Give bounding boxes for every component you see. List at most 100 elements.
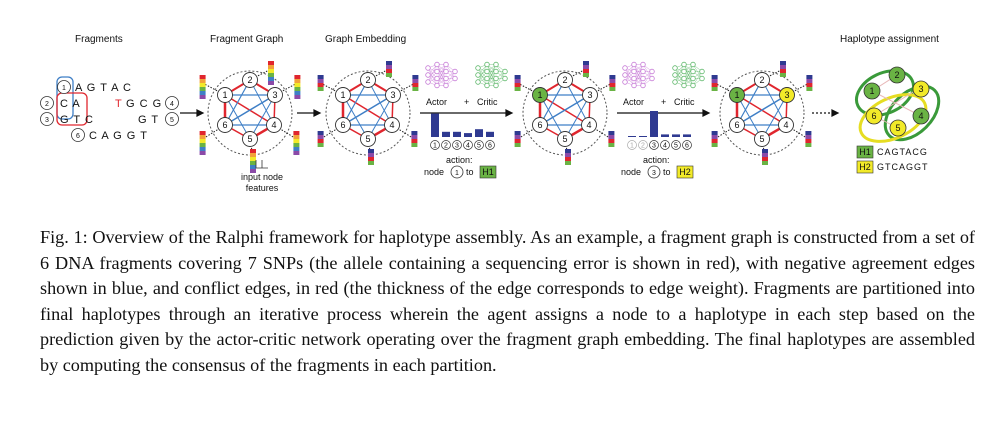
- action2-h2-box: [676, 165, 694, 179]
- critic-label-1: Critic: [477, 97, 498, 107]
- bar-tick-5: 5: [477, 143, 481, 150]
- action1-to: to: [466, 167, 474, 177]
- action1-hap: H1: [482, 167, 494, 177]
- svg-text:features: features: [246, 183, 279, 193]
- graph4-node-5: 5: [759, 134, 764, 144]
- action1-h1-box: [479, 165, 497, 179]
- panel-title-fragments: Fragments: [75, 34, 123, 45]
- plus-label-2: +: [661, 97, 666, 107]
- action2-node: 3: [652, 170, 656, 177]
- svg-text:input node: input node: [241, 172, 283, 182]
- fragment-row-4: C A G G T: [89, 130, 148, 142]
- hap-node-1: 1: [869, 86, 874, 96]
- policy-bar-1: [628, 136, 636, 137]
- graph1-node-6: 6: [222, 120, 227, 130]
- hap-tag-h2: H2: [859, 162, 871, 172]
- flow-arrows: [180, 109, 840, 117]
- hap-node-2: 2: [894, 70, 899, 80]
- graph2-node-5: 5: [365, 134, 370, 144]
- fragment-row-1: A G T A C: [75, 82, 132, 94]
- hap-node-5: 5: [895, 123, 900, 133]
- graph2-node-3: 3: [390, 90, 395, 100]
- svg-text:5: 5: [170, 117, 174, 124]
- graph3-node-2: 2: [562, 75, 567, 85]
- graph3-node-3: 3: [587, 90, 592, 100]
- bar-tick-2: 2: [641, 143, 645, 150]
- fragment-row-2b: G C G: [126, 98, 162, 110]
- graph2-node-2: 2: [365, 75, 370, 85]
- policy-bar-1: [431, 113, 439, 137]
- bar-tick-1: 1: [433, 143, 437, 150]
- action-label-2: action:: [643, 155, 670, 165]
- panel-title-graph-embedding: Graph Embedding: [325, 34, 406, 45]
- input-node-features-annotation: input node features: [241, 160, 283, 193]
- graph4-node-1: 1: [734, 90, 739, 100]
- bar-tick-4: 4: [466, 143, 470, 150]
- plus-label-1: +: [464, 97, 469, 107]
- panel-title-fragment-graph: Fragment Graph: [210, 34, 283, 45]
- graph3-node-5: 5: [562, 134, 567, 144]
- action2-to: to: [663, 167, 671, 177]
- actor-critic-network-2: [622, 61, 705, 89]
- actor-label-2: Actor: [623, 97, 644, 107]
- bar-tick-6: 6: [685, 143, 689, 150]
- hap-seq-h2: GTCAGGT: [877, 162, 929, 172]
- bar-tick-3: 3: [652, 143, 656, 150]
- policy-bar-2: [442, 131, 450, 137]
- graph4-node-4: 4: [783, 120, 788, 130]
- hap-node-6: 6: [871, 111, 876, 121]
- critic-label-2: Critic: [674, 97, 695, 107]
- graph2-node-1: 1: [340, 90, 345, 100]
- policy-bar-6: [683, 134, 691, 137]
- policy-bar-5: [475, 129, 483, 137]
- graph1-node-4: 4: [271, 120, 276, 130]
- action-label-1: action:: [446, 155, 473, 165]
- policy-bar-6: [486, 131, 494, 137]
- graph1-node-2: 2: [247, 75, 252, 85]
- graph1-node-1: 1: [222, 90, 227, 100]
- policy-bar-2: [639, 136, 647, 137]
- policy-bar-4: [661, 134, 669, 137]
- policy-bar-5: [672, 134, 680, 137]
- graph2-node-6: 6: [340, 120, 345, 130]
- panel-title-haplotype-assignment: Haplotype assignment: [840, 34, 939, 45]
- fragment-row-3b: G T: [138, 114, 159, 126]
- svg-text:2: 2: [45, 101, 49, 108]
- svg-text:6: 6: [76, 133, 80, 140]
- haplotype-partition: 1 2 3 4 5 6: [855, 66, 941, 143]
- hap-node-3: 3: [918, 84, 923, 94]
- haplotype-sequences: H1 CAGTACG H2 GTCAGGT: [856, 145, 929, 174]
- bar-tick-3: 3: [455, 143, 459, 150]
- hap-seq-h1: CAGTACG: [877, 147, 928, 157]
- graph1-node-3: 3: [272, 90, 277, 100]
- action2-prefix: node: [621, 167, 641, 177]
- action1-prefix: node: [424, 167, 444, 177]
- hap-node-4: 4: [918, 111, 923, 121]
- graph2-node-4: 4: [389, 120, 394, 130]
- bar-tick-5: 5: [674, 143, 678, 150]
- graph3-node-6: 6: [537, 120, 542, 130]
- fragment-graph-2: 1 2 3 4 5 6: [317, 61, 419, 165]
- fragments-panel: 1 A G T A C 2 C A T G C G 4 3 G T C G T …: [40, 76, 179, 142]
- actor-label-1: Actor: [426, 97, 447, 107]
- figure-caption: Fig. 1: Overview of the Ralphi framework…: [40, 227, 975, 375]
- bar-tick-2: 2: [444, 143, 448, 150]
- action2-hap: H2: [679, 167, 691, 177]
- svg-text:3: 3: [45, 117, 49, 124]
- graph4-node-6: 6: [734, 120, 739, 130]
- graph3-node-4: 4: [586, 120, 591, 130]
- graph1-node-5: 5: [247, 134, 252, 144]
- hap-tag-h1: H1: [859, 147, 871, 157]
- fragment-row-2a: C A: [60, 98, 81, 110]
- bar-tick-1: 1: [630, 143, 634, 150]
- policy-bar-3: [650, 111, 658, 137]
- policy-bar-4: [464, 133, 472, 137]
- fragment-graph-1: 1 2 3 4 5 6: [199, 61, 301, 173]
- error-allele: T: [115, 98, 123, 110]
- policy-bar-3: [453, 131, 461, 137]
- bar-tick-4: 4: [663, 143, 667, 150]
- graph3-node-1: 1: [537, 90, 542, 100]
- figure-1: Fragments Fragment Graph Graph Embedding…: [0, 0, 1000, 215]
